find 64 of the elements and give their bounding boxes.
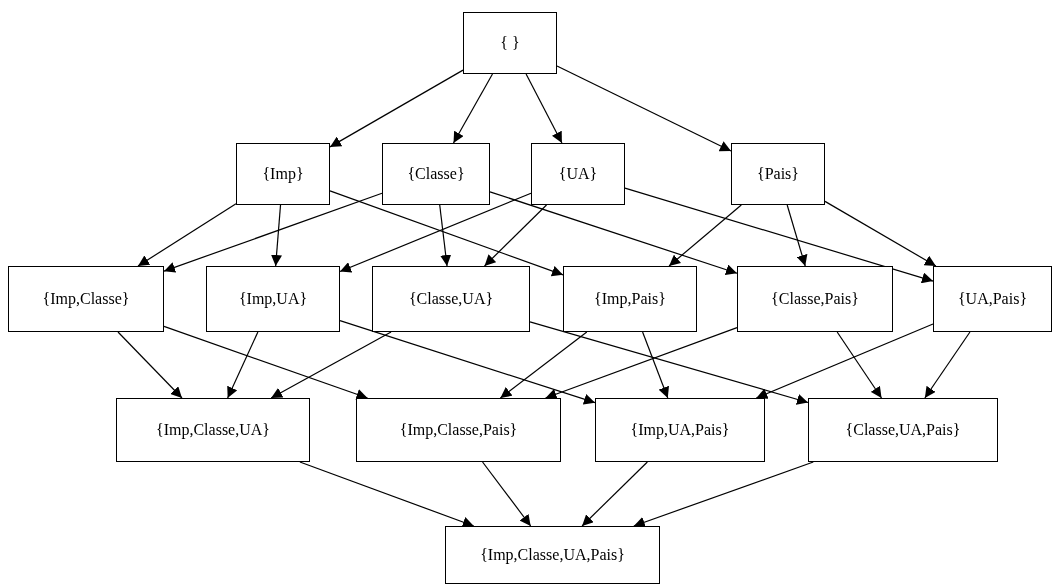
set-label: {UA} [558, 165, 598, 183]
arrow [836, 331, 883, 399]
arrow [163, 325, 369, 400]
arrow [556, 65, 732, 152]
set-box [563, 266, 697, 332]
arrow [481, 461, 532, 527]
set-box [206, 266, 340, 332]
set-label: {Pais} [757, 165, 799, 183]
set-label: {Imp} [262, 165, 304, 183]
set-box [808, 398, 998, 462]
set-box [737, 266, 893, 332]
set-box [933, 266, 1052, 332]
arrow [545, 327, 738, 400]
set-box [382, 143, 490, 205]
arrow [137, 203, 237, 267]
set-label: {Imp,UA} [238, 290, 308, 308]
set-box [445, 526, 660, 584]
set-label: {Classe} [407, 165, 465, 183]
arrow [633, 461, 814, 528]
set-label: {Imp,UA,Pais} [630, 421, 730, 439]
arrow [117, 331, 183, 399]
arrow [163, 192, 383, 273]
arrow [329, 190, 564, 277]
arrow [668, 204, 742, 267]
set-box [236, 143, 330, 205]
arrow [786, 204, 808, 267]
arrow [581, 461, 648, 527]
set-label: {Imp,Classe,UA} [156, 421, 270, 439]
arrow [439, 204, 452, 267]
set-label: {Classe,UA,Pais} [845, 421, 961, 439]
arrow [270, 331, 392, 399]
set-box [595, 398, 765, 462]
arrow [755, 323, 934, 399]
set-label: {Imp,Pais} [594, 290, 666, 308]
set-label: { } [500, 34, 520, 52]
set-box [463, 12, 557, 74]
arrow [452, 73, 494, 144]
arrow [227, 331, 259, 399]
arrow [499, 331, 588, 399]
set-box [531, 143, 625, 205]
set-box [116, 398, 310, 462]
set-box [372, 266, 530, 332]
arrow [483, 204, 548, 267]
arrow [824, 200, 937, 267]
arrow [529, 321, 809, 405]
set-label: {Imp,Classe} [42, 290, 130, 308]
set-label: {Classe,Pais} [771, 290, 859, 308]
arrow [339, 319, 596, 405]
arrow [299, 461, 475, 528]
arrow [339, 192, 532, 273]
set-box [8, 266, 164, 332]
set-box [356, 398, 561, 462]
arrow [624, 187, 934, 284]
set-label: {Imp,Classe,Pais} [399, 421, 518, 439]
arrow [271, 204, 282, 267]
arrow [329, 69, 464, 148]
arrow [924, 331, 971, 399]
arrow [525, 73, 563, 144]
set-label: {Imp,Classe,UA,Pais} [480, 546, 625, 564]
set-label: {UA,Pais} [957, 290, 1028, 308]
arrow [642, 331, 669, 399]
arrow [489, 191, 738, 276]
set-box [731, 143, 825, 205]
set-label: {Classe,UA} [408, 290, 494, 308]
